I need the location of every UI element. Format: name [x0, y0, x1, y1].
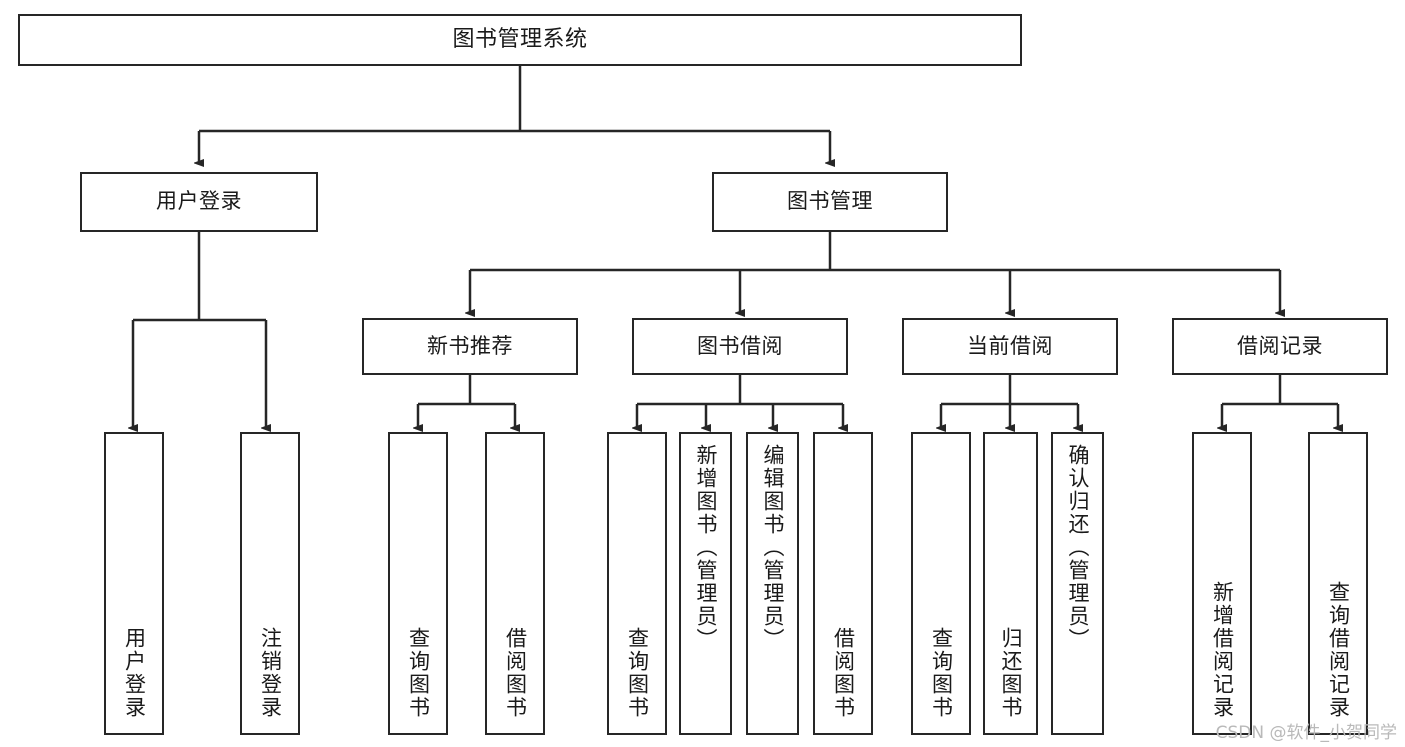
node-book-borrow[interactable]: 图书借阅: [632, 318, 848, 375]
leaf-add-book-label: 新增图书（管理员）: [693, 444, 718, 651]
node-root-label: 图书管理系统: [452, 26, 588, 52]
leaf-user-login[interactable]: 用户登录: [104, 432, 164, 735]
node-new-book-recommend-label: 新书推荐: [427, 333, 513, 358]
node-book-borrow-label: 图书借阅: [697, 333, 783, 358]
leaf-confirm-return-label: 确认归还（管理员）: [1065, 444, 1090, 651]
leaf-borrow-book-1[interactable]: 借阅图书: [485, 432, 545, 735]
node-borrow-record-label: 借阅记录: [1237, 333, 1323, 358]
leaf-query-book-1[interactable]: 查询图书: [388, 432, 448, 735]
leaf-borrow-book-2[interactable]: 借阅图书: [813, 432, 873, 735]
node-book-management[interactable]: 图书管理: [712, 172, 948, 232]
node-current-borrow-label: 当前借阅: [967, 333, 1053, 358]
leaf-add-record[interactable]: 新增借阅记录: [1192, 432, 1252, 735]
node-borrow-record[interactable]: 借阅记录: [1172, 318, 1388, 375]
leaf-edit-book[interactable]: 编辑图书（管理员）: [746, 432, 799, 735]
leaf-query-book-3[interactable]: 查询图书: [911, 432, 971, 735]
leaf-add-record-label: 新增借阅记录: [1210, 581, 1235, 719]
watermark-text: CSDN @软件_小贺同学: [1215, 723, 1397, 743]
leaf-add-book[interactable]: 新增图书（管理员）: [679, 432, 732, 735]
leaf-return-book-label: 归还图书: [998, 627, 1023, 719]
leaf-query-record-label: 查询借阅记录: [1326, 581, 1351, 719]
node-current-borrow[interactable]: 当前借阅: [902, 318, 1118, 375]
leaf-query-book-2-label: 查询图书: [625, 627, 650, 719]
leaf-borrow-book-1-label: 借阅图书: [503, 627, 528, 719]
leaf-borrow-book-2-label: 借阅图书: [831, 627, 856, 719]
leaf-user-logout-label: 注销登录: [258, 627, 283, 719]
leaf-edit-book-label: 编辑图书（管理员）: [760, 444, 785, 651]
node-book-management-label: 图书管理: [787, 189, 873, 214]
node-new-book-recommend[interactable]: 新书推荐: [362, 318, 578, 375]
leaf-user-login-label: 用户登录: [122, 627, 147, 719]
leaf-return-book[interactable]: 归还图书: [983, 432, 1038, 735]
leaf-query-book-1-label: 查询图书: [406, 627, 431, 719]
leaf-confirm-return[interactable]: 确认归还（管理员）: [1051, 432, 1104, 735]
node-user-login-label: 用户登录: [156, 189, 242, 214]
leaf-query-record[interactable]: 查询借阅记录: [1308, 432, 1368, 735]
leaf-query-book-3-label: 查询图书: [929, 627, 954, 719]
node-root[interactable]: 图书管理系统: [18, 14, 1022, 66]
leaf-query-book-2[interactable]: 查询图书: [607, 432, 667, 735]
leaf-user-logout[interactable]: 注销登录: [240, 432, 300, 735]
node-user-login[interactable]: 用户登录: [80, 172, 318, 232]
